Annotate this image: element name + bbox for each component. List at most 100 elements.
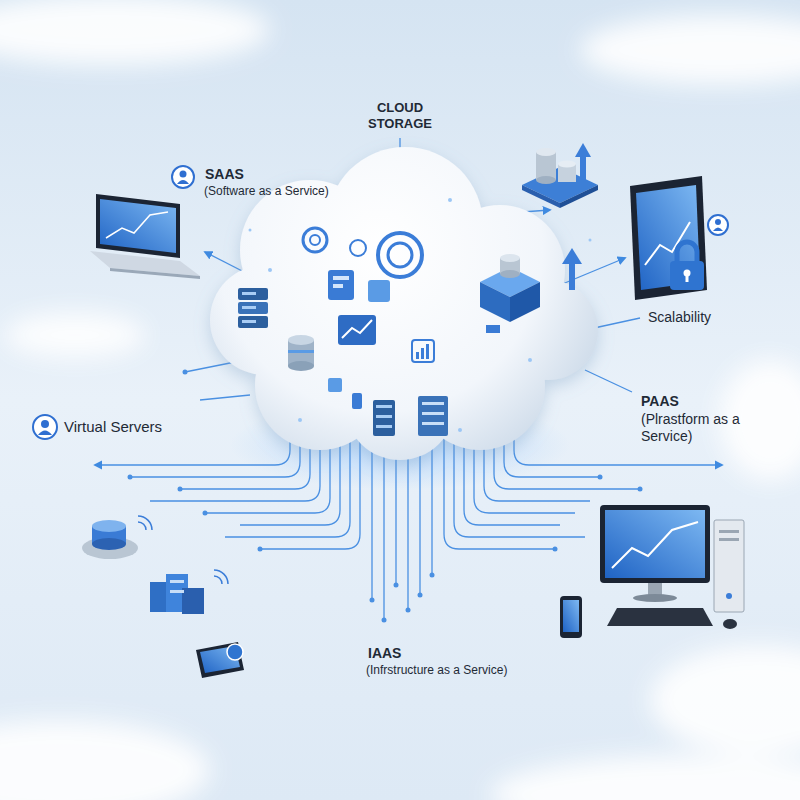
database-icon xyxy=(288,350,314,353)
desktop-computer xyxy=(723,619,737,629)
database-stack xyxy=(522,143,598,208)
app-icon xyxy=(421,348,424,359)
server-blocks xyxy=(182,588,204,614)
storage-box-icon xyxy=(500,254,520,262)
server-icon xyxy=(242,306,256,309)
storage-box-icon xyxy=(480,282,510,322)
lock-icon xyxy=(670,242,704,290)
service-name: SAAS xyxy=(205,166,244,183)
lock-icon xyxy=(670,261,704,290)
line-end-dot xyxy=(183,370,188,375)
user-icon xyxy=(172,166,194,188)
sparkle xyxy=(268,268,272,272)
disk-icon xyxy=(138,516,152,530)
server-rack-icon xyxy=(376,405,392,408)
background-cloud xyxy=(0,0,270,65)
small-tablet xyxy=(196,642,244,678)
database-icon xyxy=(288,335,314,371)
desktop-computer xyxy=(600,505,710,583)
lock-icon xyxy=(677,242,697,262)
sparkle xyxy=(528,358,532,362)
laptop xyxy=(106,212,168,238)
ring-icon xyxy=(303,228,327,252)
line-end-dot xyxy=(553,547,558,552)
service-name: IAAS xyxy=(368,645,401,662)
service-description: (Plrastform as a Service) xyxy=(641,411,761,445)
user-icon xyxy=(180,171,187,178)
line-end-dot xyxy=(203,511,208,516)
server-rack-icon xyxy=(418,396,448,436)
data-line xyxy=(95,138,722,620)
desktop-computer xyxy=(605,510,705,578)
data-line xyxy=(585,370,632,392)
line-end-dot xyxy=(418,593,423,598)
server-icon xyxy=(238,288,268,300)
user-icon xyxy=(715,219,721,225)
user-icon xyxy=(33,415,57,439)
app-icon xyxy=(333,284,343,288)
line-end-dot xyxy=(370,598,375,603)
sparkle xyxy=(448,198,452,202)
app-icon xyxy=(328,378,342,392)
server-icon xyxy=(242,320,256,323)
app-icon xyxy=(338,315,376,345)
sparkle xyxy=(249,229,252,232)
server-blocks xyxy=(170,580,184,583)
server-rack-icon xyxy=(422,422,444,425)
line-end-dot xyxy=(430,573,435,578)
smartphone xyxy=(560,596,582,638)
app-icon xyxy=(352,393,362,409)
server-rack-icon xyxy=(373,400,395,436)
smartphone xyxy=(563,600,579,632)
database-stack xyxy=(522,185,560,208)
main-cloud xyxy=(345,350,455,460)
app-icon xyxy=(328,270,354,300)
line-end-dot xyxy=(382,618,387,623)
desktop-computer xyxy=(719,538,739,541)
background-cloud xyxy=(5,313,145,357)
scale-arrow xyxy=(562,248,582,290)
desktop-computer xyxy=(612,522,698,568)
desktop-computer xyxy=(719,530,739,533)
tablet xyxy=(630,176,707,300)
ring-icon xyxy=(310,235,320,245)
line-end-dot xyxy=(406,608,411,613)
server-icon xyxy=(242,292,256,295)
user-icon xyxy=(177,180,189,184)
tablet xyxy=(630,176,707,300)
service-name: PAAS xyxy=(641,393,679,410)
desktop-computer xyxy=(607,608,713,626)
server-rack-icon xyxy=(376,425,392,428)
database-stack xyxy=(536,152,556,180)
background-cloud xyxy=(650,645,800,755)
storage-box-icon xyxy=(480,254,540,333)
desktop-computer xyxy=(714,520,744,612)
server-icon xyxy=(238,316,268,328)
storage-box-icon xyxy=(510,282,540,322)
scale-arrow xyxy=(562,248,582,264)
disk-icon xyxy=(82,516,152,559)
small-tablet xyxy=(227,644,243,660)
line-end-dot xyxy=(258,547,263,552)
server-rack-icon xyxy=(376,415,392,418)
sparkle xyxy=(249,198,592,432)
disk-icon xyxy=(92,538,126,550)
line-end-dot xyxy=(128,475,133,480)
app-icon xyxy=(426,344,429,359)
sparkle xyxy=(458,428,462,432)
ring-icon xyxy=(350,240,366,256)
laptop xyxy=(110,268,200,279)
user-icon xyxy=(33,166,728,439)
server-rack-icon xyxy=(422,412,444,415)
feature-label: Virtual Servers xyxy=(64,418,162,436)
server-icon xyxy=(238,288,268,328)
app-icon xyxy=(416,352,419,359)
background-cloud xyxy=(0,720,210,800)
user-icon xyxy=(713,228,723,232)
ring-icon xyxy=(388,243,412,267)
service-description: (Infrstructure as a Service) xyxy=(366,663,507,677)
background-cloud xyxy=(490,755,800,800)
server-rack-icon xyxy=(422,402,444,405)
